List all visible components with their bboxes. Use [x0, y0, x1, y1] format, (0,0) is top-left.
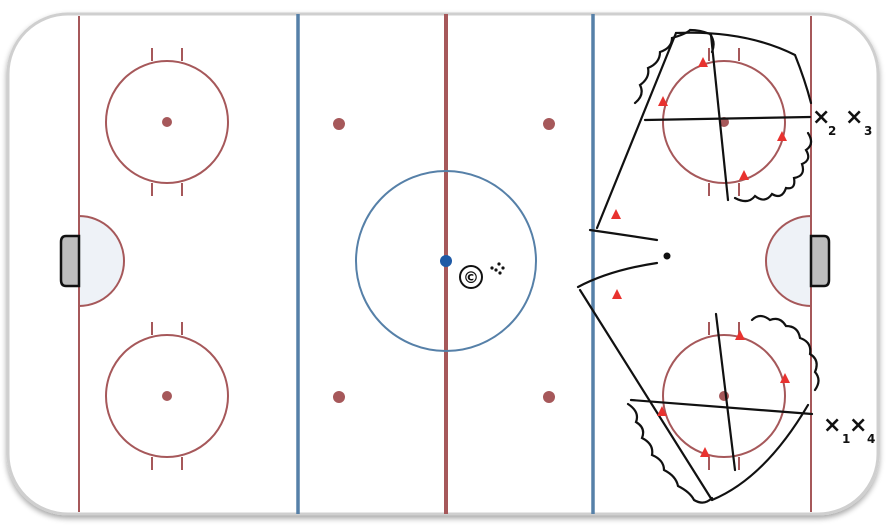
cone-icon	[777, 131, 787, 141]
path-skate-line	[714, 312, 737, 472]
path-skate-line	[588, 228, 659, 242]
player-x3-symbol: ×	[845, 105, 863, 130]
player-x4: × 4	[849, 413, 875, 446]
neutral-dot-bottom-right	[543, 391, 555, 403]
player-x1-number: 1	[842, 432, 850, 446]
left-goal-net	[59, 234, 81, 288]
neutral-dot-bottom-left	[333, 391, 345, 403]
path-stickhandle	[633, 28, 715, 105]
cone-icon	[657, 406, 667, 416]
cone-icon	[780, 373, 790, 383]
path-skate-line	[578, 288, 714, 502]
coach-marker: ©	[459, 262, 505, 289]
cone-icon	[739, 170, 749, 180]
puck	[663, 252, 671, 260]
cone-icon	[700, 447, 710, 457]
cones	[611, 57, 790, 457]
cone-icon	[611, 209, 621, 219]
path-skate-line	[709, 33, 730, 202]
player-x3: × 3	[845, 105, 872, 138]
player-x2-number: 2	[828, 124, 836, 138]
neutral-dot-top-right	[543, 118, 555, 130]
player-x4-symbol: ×	[849, 413, 867, 438]
center-circle	[355, 170, 537, 352]
path-skate-line	[710, 403, 810, 502]
right-goal-net	[809, 234, 831, 288]
cone-icon	[698, 57, 708, 67]
path-stickhandle	[750, 314, 820, 392]
coach-symbol: ©	[463, 268, 479, 287]
center-faceoff-dot	[440, 255, 452, 267]
player-x2: × 2	[812, 105, 836, 138]
left-goal-crease	[78, 214, 125, 308]
player-x3-number: 3	[864, 124, 872, 138]
neutral-dot-top-left	[333, 118, 345, 130]
pucks-icon	[490, 262, 505, 275]
drill-paths	[576, 28, 820, 504]
path-skate-line	[576, 261, 659, 289]
player-x4-number: 4	[867, 432, 875, 446]
path-skate-line	[629, 398, 814, 416]
path-skate-line	[595, 31, 678, 230]
cone-icon	[658, 96, 668, 106]
left-top-faceoff-circle	[105, 48, 229, 196]
right-goal-crease	[765, 214, 812, 308]
left-bottom-faceoff-circle	[105, 322, 229, 470]
path-skate-line	[643, 115, 812, 122]
player-x1: × 1	[823, 413, 850, 446]
path-stickhandle	[626, 402, 714, 504]
path-stickhandle	[733, 131, 813, 203]
player-x2-symbol: ×	[812, 105, 830, 130]
player-x1-symbol: ×	[823, 413, 841, 438]
cone-icon	[612, 289, 622, 299]
cone-icon	[735, 330, 745, 340]
